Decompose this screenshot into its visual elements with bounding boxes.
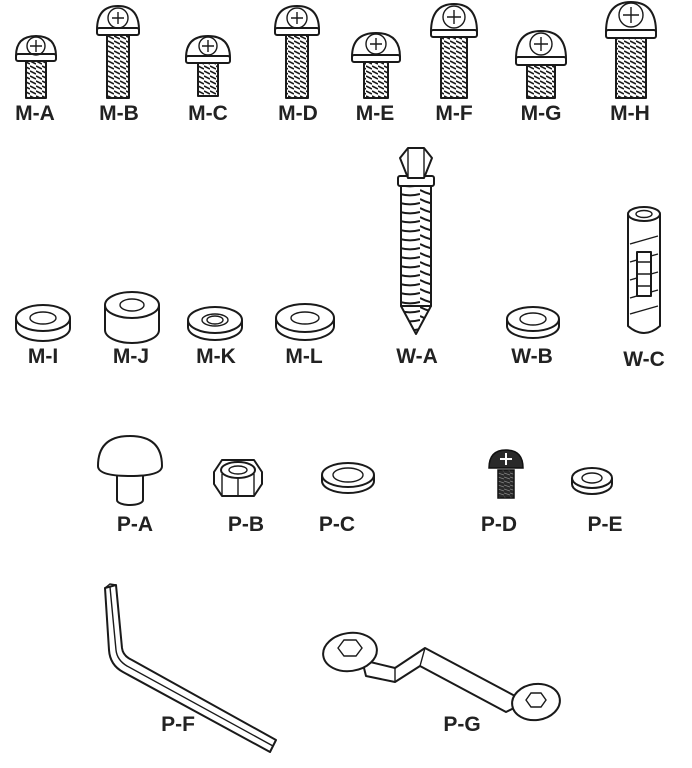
label-w-b: W-B: [511, 345, 553, 368]
screw-m-g-icon: [515, 30, 567, 99]
label-m-a: M-A: [15, 102, 55, 125]
label-m-f: M-F: [435, 102, 473, 125]
label-m-h: M-H: [610, 102, 650, 125]
lag-bolt-w-a-icon: [397, 147, 435, 335]
label-m-j: M-J: [112, 345, 150, 368]
washer-m-l-icon: [275, 303, 335, 341]
screw-m-c-icon: [185, 35, 231, 97]
washer-p-e-icon: [571, 467, 613, 495]
wrench-p-g-icon: [322, 631, 561, 722]
pin-p-a-icon: [97, 435, 163, 506]
screw-p-d-icon: [488, 449, 524, 499]
label-p-f: P-F: [161, 713, 195, 736]
label-m-g: M-G: [520, 102, 562, 125]
label-p-b: P-B: [227, 513, 265, 536]
label-m-d: M-D: [278, 102, 318, 125]
label-m-e: M-E: [355, 102, 395, 125]
screw-m-d-icon: [274, 5, 320, 99]
screw-m-h-icon: [605, 1, 657, 99]
screw-m-b-icon: [96, 5, 140, 99]
screw-m-f-icon: [430, 3, 478, 99]
label-p-e: P-E: [587, 513, 623, 536]
label-m-b: M-B: [99, 102, 139, 125]
label-m-k: M-K: [196, 345, 236, 368]
washer-w-b-icon: [506, 306, 560, 339]
washer-m-i-icon: [15, 304, 71, 342]
allen-key-p-f-icon: [104, 583, 277, 753]
label-m-i: M-I: [27, 345, 59, 368]
label-p-a: P-A: [116, 513, 154, 536]
screw-m-a-icon: [15, 35, 57, 99]
label-p-c: P-C: [318, 513, 356, 536]
label-m-l: M-L: [285, 345, 323, 368]
screw-m-e-icon: [351, 32, 401, 99]
label-p-g: P-G: [443, 713, 481, 736]
label-w-a: W-A: [396, 345, 438, 368]
washer-p-c-icon: [321, 462, 375, 494]
hex-nut-p-b-icon: [213, 459, 263, 497]
washer-m-k-icon: [187, 306, 243, 341]
label-w-c: W-C: [623, 348, 665, 371]
spacer-m-j-icon: [104, 291, 160, 344]
wall-anchor-w-c-icon: [627, 206, 661, 334]
label-p-d: P-D: [480, 513, 518, 536]
label-m-c: M-C: [188, 102, 228, 125]
